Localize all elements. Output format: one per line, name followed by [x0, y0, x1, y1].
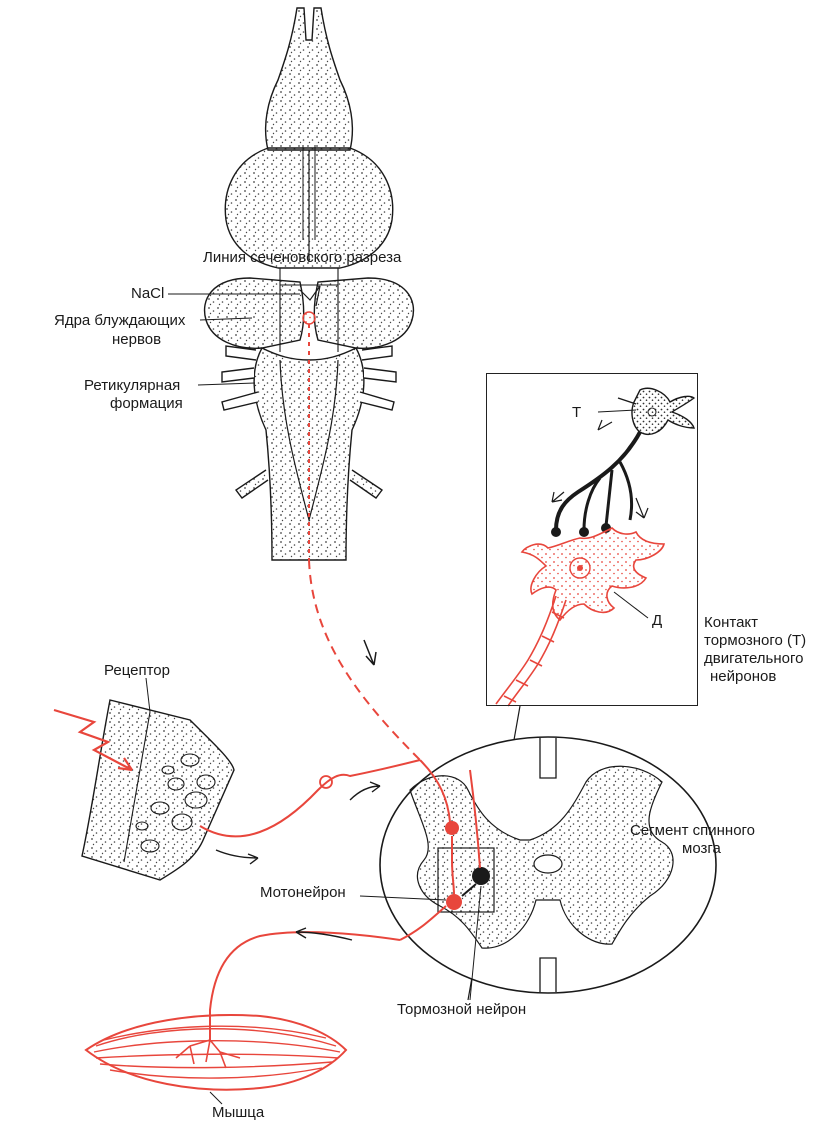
d-letter-label: Д: [652, 612, 662, 629]
receptor: [54, 678, 234, 880]
nacl-label: NaCl: [131, 285, 164, 302]
t-letter-label: Т: [572, 404, 581, 421]
arrow-receptor: [216, 850, 258, 864]
spinal-segment-label-1: Сегмент спинного: [630, 822, 755, 839]
contact-label-4: нейронов: [710, 668, 776, 685]
inhibitory-neuron-black: [472, 867, 490, 885]
spinal-cord: [380, 737, 716, 1000]
muscle-label: Мышца: [212, 1104, 264, 1121]
reticular-label-2: формация: [110, 395, 183, 412]
vagus-nucleus-dot: [303, 312, 315, 324]
spinal-segment-label-2: мозга: [682, 840, 721, 857]
motoneuron-label: Мотонейрон: [260, 884, 346, 901]
contact-label-2: тормозного (Т): [704, 632, 806, 649]
inhibitory-neuron-label: Тормозной нейрон: [397, 1001, 526, 1018]
olfactory-lobes: [266, 8, 353, 150]
motoneuron-red: [446, 894, 462, 910]
skin-patch: [82, 700, 234, 880]
arrow-afferent: [350, 782, 380, 800]
section-line-label: Линия сеченовского разреза: [203, 249, 401, 266]
arrow-down: [364, 640, 376, 665]
contact-label-1: Контакт: [704, 614, 758, 631]
muscle: [86, 1015, 346, 1090]
contact-label-3: двигательного: [704, 650, 803, 667]
vagus-nuclei-label-2: нервов: [112, 331, 161, 348]
vagus-nuclei-label-1: Ядра блуждающих: [54, 312, 185, 329]
inset-frame: [486, 373, 698, 706]
interneuron-red: [445, 821, 459, 835]
receptor-label: Рецептор: [104, 662, 170, 679]
optic-lobes: [205, 278, 304, 348]
efferent-fiber: [210, 932, 400, 1040]
reticular-label-1: Ретикулярная: [84, 377, 180, 394]
